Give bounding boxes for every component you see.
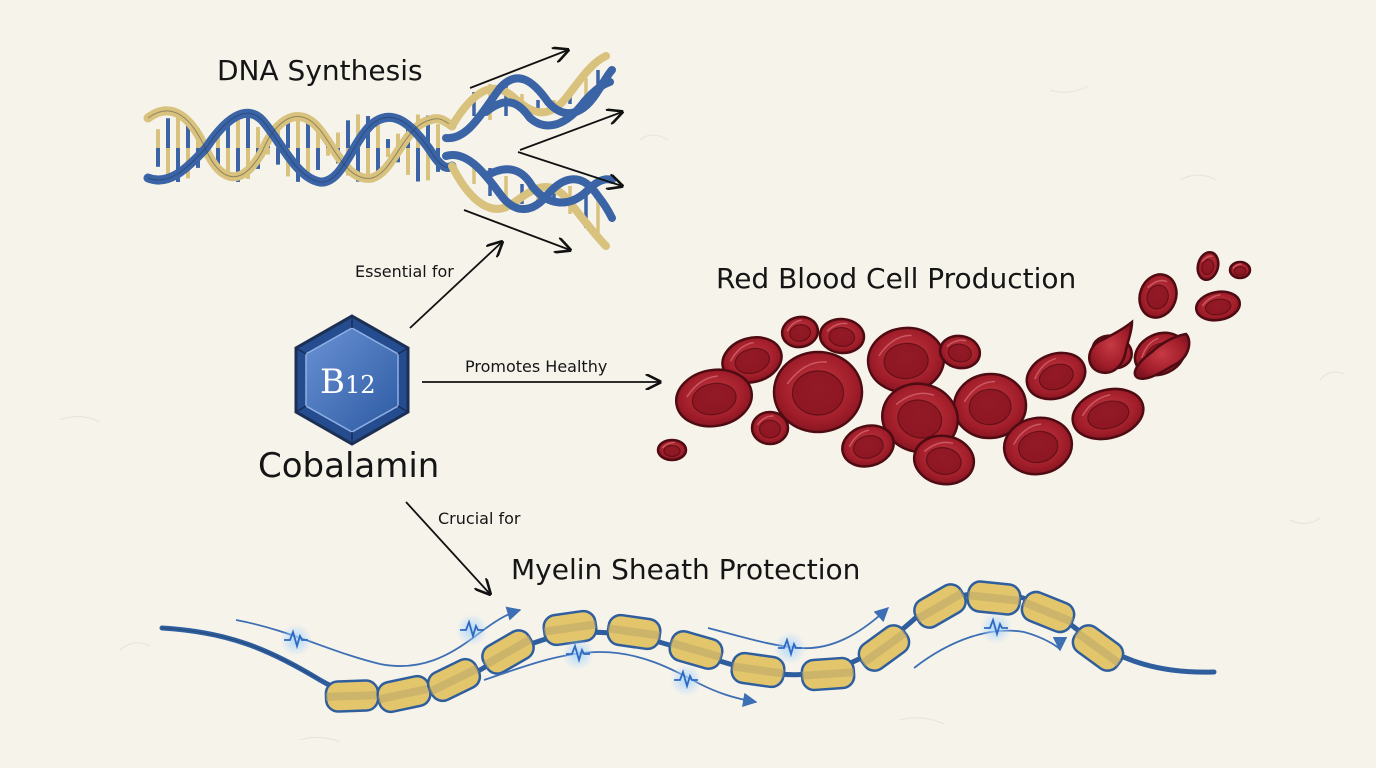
red-blood-cell [772,350,864,434]
red-blood-cell [1228,260,1252,280]
red-blood-cell [1194,290,1242,322]
b12-badge-text: B12 [320,362,376,402]
myelin-segment [426,657,482,703]
cobalamin-label: Cobalamin [258,446,440,486]
red-blood-cell [1025,351,1087,401]
vitamin-b12-hexagon-icon [294,314,410,446]
myelin-segment [481,629,535,675]
myelin-segment [857,624,911,672]
arrow-essential-for [409,242,502,329]
red-blood-cell [656,438,688,462]
replication-arrow [519,112,622,151]
replication-arrow [469,50,568,89]
promotes-healthy-label: Promotes Healthy [465,357,608,376]
crucial-for-label: Crucial for [438,509,521,528]
red-blood-cell [952,372,1028,440]
dna-replication-arrows [463,50,622,250]
myelin-segment [668,630,724,670]
myelin-segment [800,656,856,692]
red-blood-cell [675,368,753,428]
blood-droplets [1088,319,1191,381]
myelin-segment [376,674,432,714]
red-blood-cells [656,250,1252,486]
nerve-spark [980,612,1012,644]
blood-droplet [1133,332,1191,381]
impulse-arrow [913,629,1068,669]
blood-droplet [1088,319,1134,375]
paper-texture [59,85,1345,743]
red-blood-cell [1071,387,1145,441]
nerve-spark [774,632,806,664]
replication-arrow [517,151,622,186]
red-blood-cell [1196,250,1220,282]
myelin-segment [324,679,380,713]
nerve-spark [562,638,594,670]
myelin-segment [606,613,662,651]
myelin-segment [542,609,598,647]
connector-arrows [405,242,660,594]
impulse-arrow [483,651,758,707]
myelin-segment [913,583,967,629]
myelin-protection-label: Myelin Sheath Protection [511,553,861,586]
dna-upper-strand-gold [448,52,610,130]
red-blood-cell [780,315,820,349]
myelinated-axon-icon [159,580,1217,714]
myelin-segment [966,580,1022,616]
nerve-impulse-icon [280,612,1012,696]
nerve-spark [670,664,702,696]
myelin-segment [1071,624,1125,672]
red-blood-cell [938,334,982,370]
red-blood-cell [721,336,783,384]
myelin-segment [730,651,786,689]
replication-arrow [463,209,570,250]
nerve-spark [456,614,488,646]
red-blood-cell [1138,273,1178,319]
myelin-segment [1020,590,1076,634]
red-blood-cell [841,424,895,468]
red-blood-cell [1002,416,1074,476]
red-blood-cell [818,317,866,355]
arrow-crucial-for [405,501,490,594]
b12-number: 12 [345,371,376,399]
b12-letter: B [320,362,345,402]
essential-for-label: Essential for [355,262,454,281]
red-blood-cell [912,434,976,486]
red-blood-cell [750,410,790,446]
red-blood-cell [866,326,946,394]
rbc-production-label: Red Blood Cell Production [716,262,1077,295]
dna-helix-icon [143,52,616,250]
dna-synthesis-label: DNA Synthesis [217,54,423,87]
nerve-spark [280,624,312,656]
